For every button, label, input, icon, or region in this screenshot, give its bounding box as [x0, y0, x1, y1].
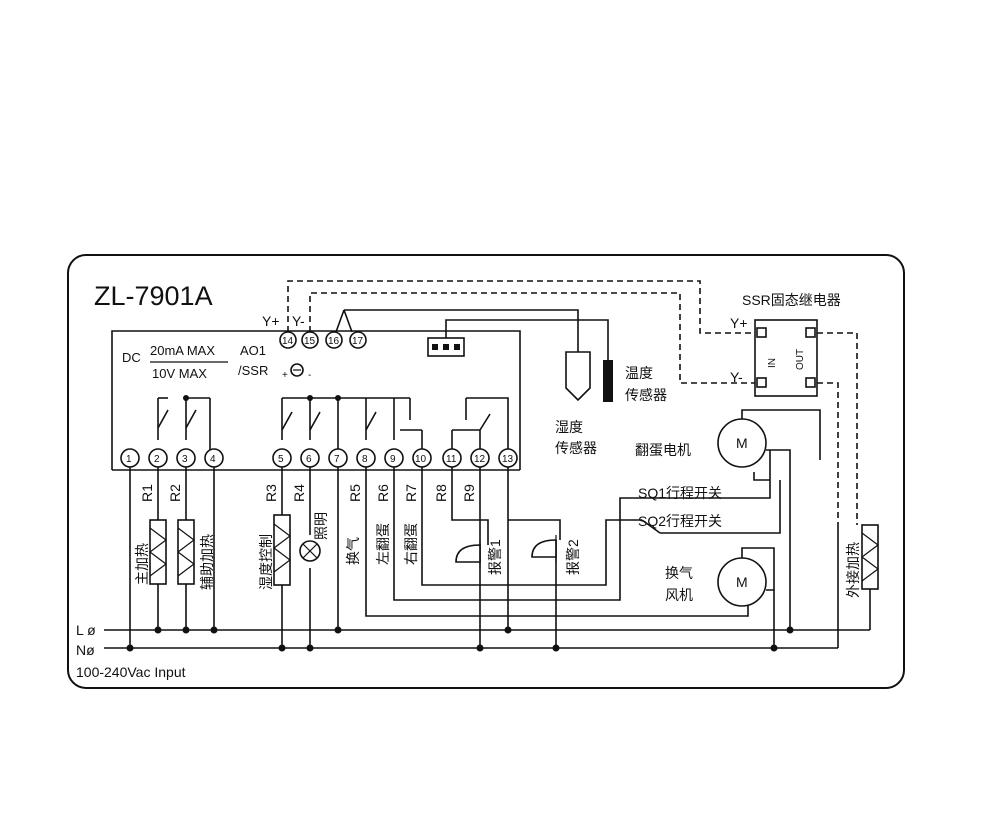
terminal-16: 16 — [328, 336, 340, 347]
top-terminals: 14 15 16 17 — [279, 331, 367, 377]
terminal-1: 1 — [126, 454, 132, 465]
vent-fan-label-1: 换气 — [665, 565, 693, 581]
turn-motor: 翻蛋电机 M — [635, 409, 821, 630]
vent-fan: 换气 风机 M — [665, 547, 775, 648]
diagram-frame — [67, 254, 905, 689]
turn-motor-symbol: M — [736, 435, 748, 451]
terminal-15: 15 — [304, 336, 316, 347]
relay-labels: R1 R2 R3 R4 R5 R6 R7 R8 R9 — [139, 484, 477, 502]
model-title: ZL-7901A — [94, 281, 213, 311]
left-turn-label: 左翻蛋 — [375, 523, 391, 565]
ssr-in-label: IN — [767, 358, 778, 368]
external-heater-element — [861, 524, 879, 630]
temp-sensor-connector — [427, 319, 609, 360]
alarm2-bell-icon — [531, 535, 557, 563]
terminal-8: 8 — [362, 454, 368, 465]
lighting-label: 照明 — [313, 512, 329, 540]
ao-plus-label: + — [282, 370, 288, 381]
terminal-10: 10 — [415, 454, 427, 465]
humidity-sensor-label-1: 湿度 — [555, 419, 583, 435]
alarm1-bell-icon — [455, 540, 481, 568]
relay-contacts — [157, 395, 509, 450]
terminal-3: 3 — [182, 454, 188, 465]
analog-output-spec: DC 20mA MAX 10V MAX AO1 /SSR + - — [122, 343, 311, 381]
terminal-4: 4 — [210, 454, 216, 465]
ssr-signal-wires — [287, 280, 858, 525]
temp-sensor-label-1: 温度 — [625, 365, 653, 381]
terminal-17: 17 — [352, 336, 364, 347]
relay-r4-label: R4 — [291, 484, 307, 502]
vent-fan-symbol: M — [736, 574, 748, 590]
sq2-label: SQ2行程开关 — [638, 513, 722, 529]
terminal-5: 5 — [278, 454, 284, 465]
ssr-out-label: OUT — [795, 349, 806, 370]
signal-yminus-label: Y- — [292, 313, 305, 329]
ao1-label: AO1 — [240, 343, 266, 358]
power-l-label: L ø — [76, 622, 96, 638]
terminal-12: 12 — [474, 454, 486, 465]
relay-r7-label: R7 — [403, 484, 419, 502]
right-turn-label: 右翻蛋 — [403, 523, 419, 565]
load-wiring — [129, 450, 771, 648]
terminal-11: 11 — [446, 454, 457, 465]
ssr-suffix-label: /SSR — [238, 363, 268, 378]
alarm1-label: 报警1 — [487, 539, 503, 575]
sq1-label: SQ1行程开关 — [638, 485, 722, 501]
power-rails — [104, 525, 870, 652]
ssr-relay: SSR固态继电器 Y+ Y- IN OUT — [730, 292, 841, 397]
temperature-sensor-probe: 温度 传感器 — [603, 360, 667, 403]
bottom-terminals: 1 2 3 4 5 6 7 8 9 10 11 12 13 — [120, 448, 518, 468]
temp-sensor-label-2: 传感器 — [625, 387, 667, 403]
sq-switches: SQ1行程开关 SQ2行程开关 — [638, 480, 781, 534]
relay-r5-label: R5 — [347, 484, 363, 502]
ssr-yplus-label: Y+ — [730, 315, 748, 331]
ssr-relay-title: SSR固态继电器 — [742, 292, 841, 308]
main-heat-label: 主加热 — [134, 543, 150, 585]
main-heater-element — [149, 519, 167, 585]
vent-label: 换气 — [345, 537, 361, 565]
voltage-max-label: 10V MAX — [152, 366, 207, 381]
terminal-9: 9 — [390, 454, 396, 465]
relay-r1-label: R1 — [139, 484, 155, 502]
relay-r2-label: R2 — [167, 484, 183, 502]
power-input-label: 100-240Vac Input — [76, 664, 186, 680]
alarm2-label: 报警2 — [565, 539, 581, 575]
terminal-14: 14 — [282, 336, 294, 347]
terminal-7: 7 — [334, 454, 340, 465]
turn-motor-label: 翻蛋电机 — [635, 442, 691, 458]
humidity-sensor-probe: 湿度 传感器 — [555, 351, 597, 456]
humidity-sensor-label-2: 传感器 — [555, 440, 597, 456]
aux-heat-label: 辅助加热 — [199, 534, 215, 590]
current-max-label: 20mA MAX — [150, 343, 215, 358]
terminal-6: 6 — [306, 454, 312, 465]
ao-minus-label: - — [308, 370, 311, 381]
humidity-control-element — [273, 514, 291, 586]
relay-r6-label: R6 — [375, 484, 391, 502]
relay-r8-label: R8 — [433, 484, 449, 502]
relay-r3-label: R3 — [263, 484, 279, 502]
ext-heat-label: 外接加热 — [845, 542, 861, 598]
power-n-label: Nø — [76, 642, 95, 658]
signal-yplus-label: Y+ — [262, 313, 280, 329]
relay-r9-label: R9 — [461, 484, 477, 502]
lamp-icon — [299, 540, 321, 562]
vent-fan-label-2: 风机 — [665, 587, 693, 603]
ssr-yminus-label: Y- — [730, 369, 743, 385]
terminal-13: 13 — [502, 454, 514, 465]
dc-label: DC — [122, 350, 141, 365]
humidity-sensor-wiring — [335, 309, 579, 352]
load-labels: 主加热 辅助加热 湿度控制 照明 换气 左翻蛋 右翻蛋 报警1 报警2 外接加热 — [134, 512, 861, 598]
aux-heater-element — [177, 519, 195, 585]
humidity-control-label: 湿度控制 — [258, 534, 274, 590]
terminal-2: 2 — [154, 454, 160, 465]
